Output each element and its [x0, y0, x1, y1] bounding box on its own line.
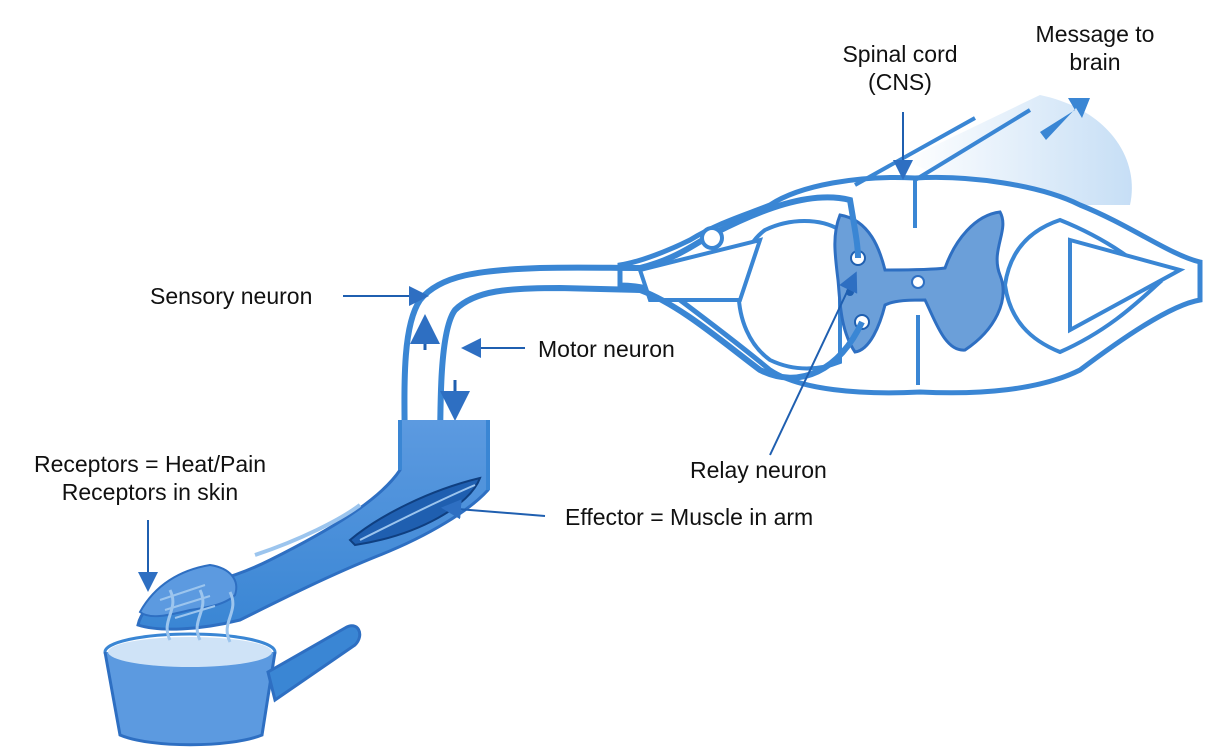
sensory-neuron-label: Sensory neuron [150, 282, 312, 310]
spinal-cord-line2: (CNS) [810, 68, 990, 96]
message-to-brain-label: Message to brain [1010, 20, 1180, 76]
pot-handle [268, 626, 360, 700]
message-to-brain-line1: Message to [1010, 20, 1180, 48]
receptors-line2: Receptors in skin [5, 478, 295, 506]
spinal-cord-line1: Spinal cord [810, 40, 990, 68]
relay-neuron-label: Relay neuron [690, 456, 827, 484]
receptors-line1: Receptors = Heat/Pain [5, 450, 295, 478]
motor-neuron-label: Motor neuron [538, 335, 675, 363]
message-to-brain-line2: brain [1010, 48, 1180, 76]
spinal-cord-label: Spinal cord (CNS) [810, 40, 990, 96]
effector-label: Effector = Muscle in arm [565, 503, 813, 531]
spinal-cord-section [620, 177, 1200, 392]
receptors-label: Receptors = Heat/Pain Receptors in skin [5, 450, 295, 506]
